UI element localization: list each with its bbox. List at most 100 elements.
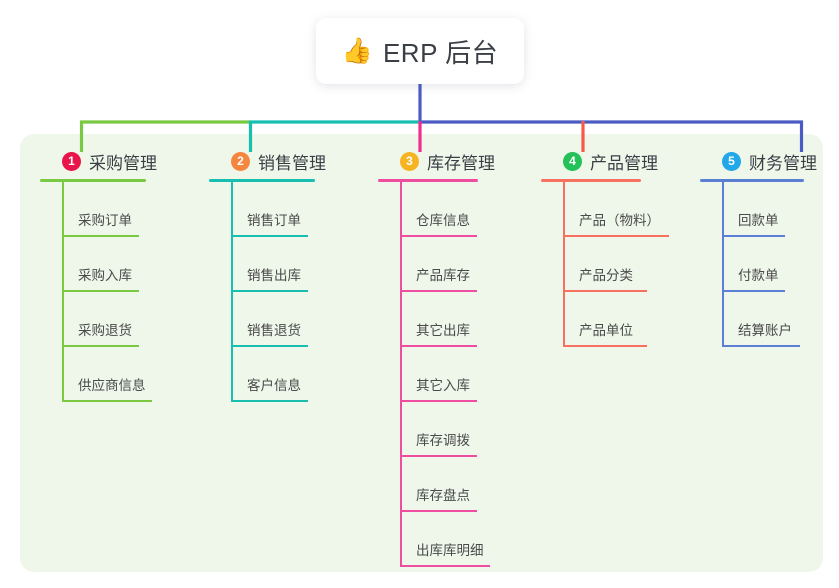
item-rule <box>400 235 477 237</box>
item-rule <box>563 345 647 347</box>
branch-rule-3 <box>378 179 478 182</box>
item-label: 回款单 <box>738 213 779 228</box>
item-rule <box>62 235 139 237</box>
branch-title-3: 库存管理 <box>427 153 495 173</box>
branch-spine <box>231 182 233 402</box>
branch-items-4: 产品（物料） 产品分类 产品单位 <box>541 182 711 347</box>
root-node[interactable]: 👍 ERP 后台 <box>316 18 524 84</box>
thumbs-up-icon: 👍 <box>341 36 373 65</box>
branch-column-4: 4 产品管理 产品（物料） 产品分类 产品单位 <box>541 148 711 347</box>
branch-column-5: 5 财务管理 回款单 付款单 结算账户 <box>700 148 830 347</box>
branch-rule-5 <box>700 179 804 182</box>
branches-panel <box>20 134 823 572</box>
branch-column-2: 2 销售管理 销售订单 销售出库 销售退货 客户信息 <box>209 148 359 402</box>
list-item[interactable]: 产品（物料） <box>541 182 711 237</box>
branch-badge-2: 2 <box>231 151 250 171</box>
item-rule <box>722 290 785 292</box>
list-item[interactable]: 出库库明细 <box>378 512 538 567</box>
branch-spine <box>400 182 402 567</box>
branch-badge-3: 3 <box>400 151 419 171</box>
list-item[interactable]: 采购入库 <box>40 237 190 292</box>
list-item[interactable]: 销售订单 <box>209 182 359 237</box>
list-item[interactable]: 库存盘点 <box>378 457 538 512</box>
item-label: 产品库存 <box>416 268 470 283</box>
item-rule <box>563 290 647 292</box>
list-item[interactable]: 销售退货 <box>209 292 359 347</box>
item-rule <box>400 400 477 402</box>
item-rule <box>400 510 477 512</box>
branch-header-1[interactable]: 1 采购管理 <box>40 148 190 174</box>
list-item[interactable]: 其它出库 <box>378 292 538 347</box>
branch-badge-1: 1 <box>62 151 81 171</box>
item-rule <box>62 290 139 292</box>
item-rule <box>400 290 477 292</box>
branch-items-5: 回款单 付款单 结算账户 <box>700 182 830 347</box>
item-label: 结算账户 <box>738 323 792 338</box>
list-item[interactable]: 库存调拨 <box>378 402 538 457</box>
branch-header-4[interactable]: 4 产品管理 <box>541 148 711 174</box>
item-label: 客户信息 <box>247 378 301 393</box>
list-item[interactable]: 产品分类 <box>541 237 711 292</box>
branch-title-1: 采购管理 <box>89 153 157 173</box>
list-item[interactable]: 客户信息 <box>209 347 359 402</box>
item-label: 采购退货 <box>78 323 132 338</box>
item-rule <box>400 455 477 457</box>
item-rule <box>563 235 669 237</box>
item-label: 销售出库 <box>247 268 301 283</box>
list-item[interactable]: 付款单 <box>700 237 830 292</box>
branch-badge-5: 5 <box>722 151 741 171</box>
branch-header-5[interactable]: 5 财务管理 <box>700 148 830 174</box>
item-rule <box>400 565 490 567</box>
item-label: 销售退货 <box>247 323 301 338</box>
item-rule <box>231 345 308 347</box>
item-label: 其它出库 <box>416 323 470 338</box>
root-node-content: 👍 ERP 后台 <box>342 33 498 70</box>
item-rule <box>400 345 477 347</box>
branch-header-2[interactable]: 2 销售管理 <box>209 148 359 174</box>
branch-rule-4 <box>541 179 641 182</box>
item-label: 付款单 <box>738 268 779 283</box>
branch-items-2: 销售订单 销售出库 销售退货 客户信息 <box>209 182 359 402</box>
item-label: 库存盘点 <box>416 488 470 503</box>
list-item[interactable]: 其它入库 <box>378 347 538 402</box>
item-label: 出库库明细 <box>416 543 484 558</box>
branch-title-4: 产品管理 <box>590 153 658 173</box>
branch-items-3: 仓库信息 产品库存 其它出库 其它入库 库存调拨 库存盘点 <box>378 182 538 567</box>
list-item[interactable]: 产品库存 <box>378 237 538 292</box>
branch-spine <box>62 182 64 402</box>
list-item[interactable]: 结算账户 <box>700 292 830 347</box>
item-label: 销售订单 <box>247 213 301 228</box>
list-item[interactable]: 供应商信息 <box>40 347 190 402</box>
item-label: 供应商信息 <box>78 378 146 393</box>
item-rule <box>722 235 785 237</box>
item-label: 其它入库 <box>416 378 470 393</box>
branch-spine <box>563 182 565 347</box>
list-item[interactable]: 仓库信息 <box>378 182 538 237</box>
list-item[interactable]: 产品单位 <box>541 292 711 347</box>
item-label: 产品单位 <box>579 323 633 338</box>
item-rule <box>722 345 800 347</box>
item-rule <box>62 400 152 402</box>
branch-badge-4: 4 <box>563 151 582 171</box>
branch-header-3[interactable]: 3 库存管理 <box>378 148 538 174</box>
item-label: 产品（物料） <box>579 213 660 228</box>
branch-title-2: 销售管理 <box>258 153 326 173</box>
list-item[interactable]: 回款单 <box>700 182 830 237</box>
branch-column-1: 1 采购管理 采购订单 采购入库 采购退货 供应商信息 <box>40 148 190 402</box>
list-item[interactable]: 销售出库 <box>209 237 359 292</box>
branch-rule-1 <box>40 179 146 182</box>
item-label: 采购入库 <box>78 268 132 283</box>
item-label: 仓库信息 <box>416 213 470 228</box>
item-rule <box>231 400 308 402</box>
item-rule <box>231 290 308 292</box>
branch-items-1: 采购订单 采购入库 采购退货 供应商信息 <box>40 182 190 402</box>
list-item[interactable]: 采购退货 <box>40 292 190 347</box>
list-item[interactable]: 采购订单 <box>40 182 190 237</box>
branch-column-3: 3 库存管理 仓库信息 产品库存 其它出库 其它入库 库存调拨 <box>378 148 538 567</box>
root-node-title: ERP 后台 <box>382 37 499 68</box>
item-label: 库存调拨 <box>416 433 470 448</box>
branch-title-5: 财务管理 <box>749 153 817 173</box>
item-rule <box>62 345 139 347</box>
